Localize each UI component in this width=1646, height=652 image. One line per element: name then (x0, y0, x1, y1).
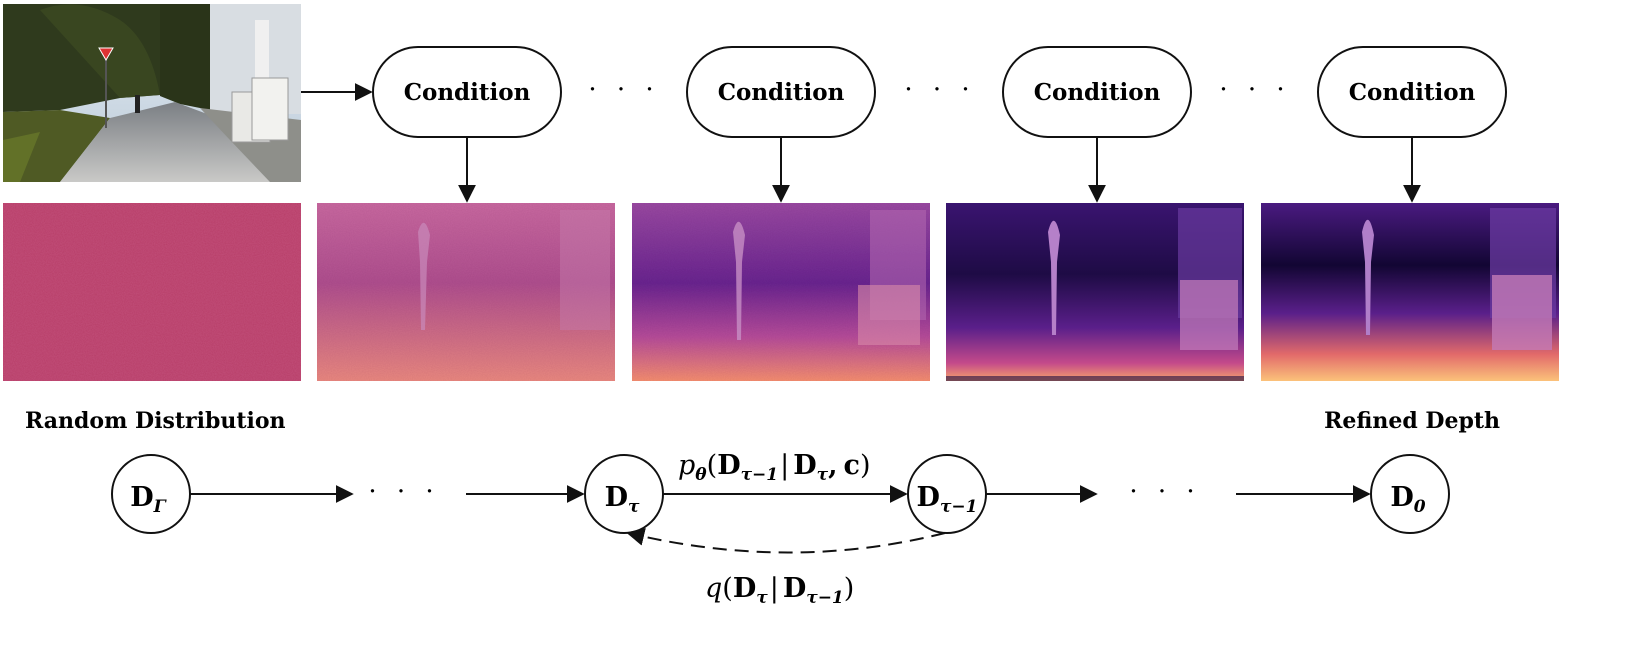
random-distribution-label: Random Distribution (25, 408, 286, 434)
svg-text:Dτ−1: Dτ−1 (917, 482, 978, 517)
refined-depth-label: Refined Depth (1324, 408, 1500, 434)
ellipsis: · · · (368, 477, 439, 507)
condition-label: Condition (718, 79, 845, 106)
condition-label: Condition (1034, 79, 1161, 106)
input-rgb-image (3, 4, 301, 182)
svg-text:Dτ: Dτ (605, 482, 640, 517)
node-d-0: D0 (1370, 454, 1450, 534)
condition-label: Condition (404, 79, 531, 106)
depth-map-step-1 (317, 203, 615, 381)
svg-text:DΓ: DΓ (130, 482, 167, 517)
depth-map-noise (3, 203, 301, 381)
node-d-gamma: DΓ (111, 454, 191, 534)
node-d-tau: Dτ (584, 454, 664, 534)
ellipsis: · · · (1129, 477, 1200, 507)
forward-formula: pθ(Dτ−1|Dτ,c) (678, 450, 871, 485)
depth-map-refined (1261, 203, 1559, 381)
arrow-reverse-step (626, 528, 946, 554)
condition-node-4: Condition (1317, 46, 1507, 138)
node-d-tau-minus-1: Dτ−1 (907, 454, 987, 534)
depth-map-step-3 (946, 203, 1244, 381)
ellipsis: · · · (904, 75, 975, 105)
condition-node-2: Condition (686, 46, 876, 138)
condition-node-3: Condition (1002, 46, 1192, 138)
ellipsis: · · · (588, 75, 659, 105)
condition-node-1: Condition (372, 46, 562, 138)
depth-map-step-2 (632, 203, 930, 381)
ellipsis: · · · (1219, 75, 1290, 105)
condition-label: Condition (1349, 79, 1476, 106)
svg-text:D0: D0 (1390, 482, 1425, 517)
reverse-formula: q(Dτ|Dτ−1) (705, 573, 854, 608)
